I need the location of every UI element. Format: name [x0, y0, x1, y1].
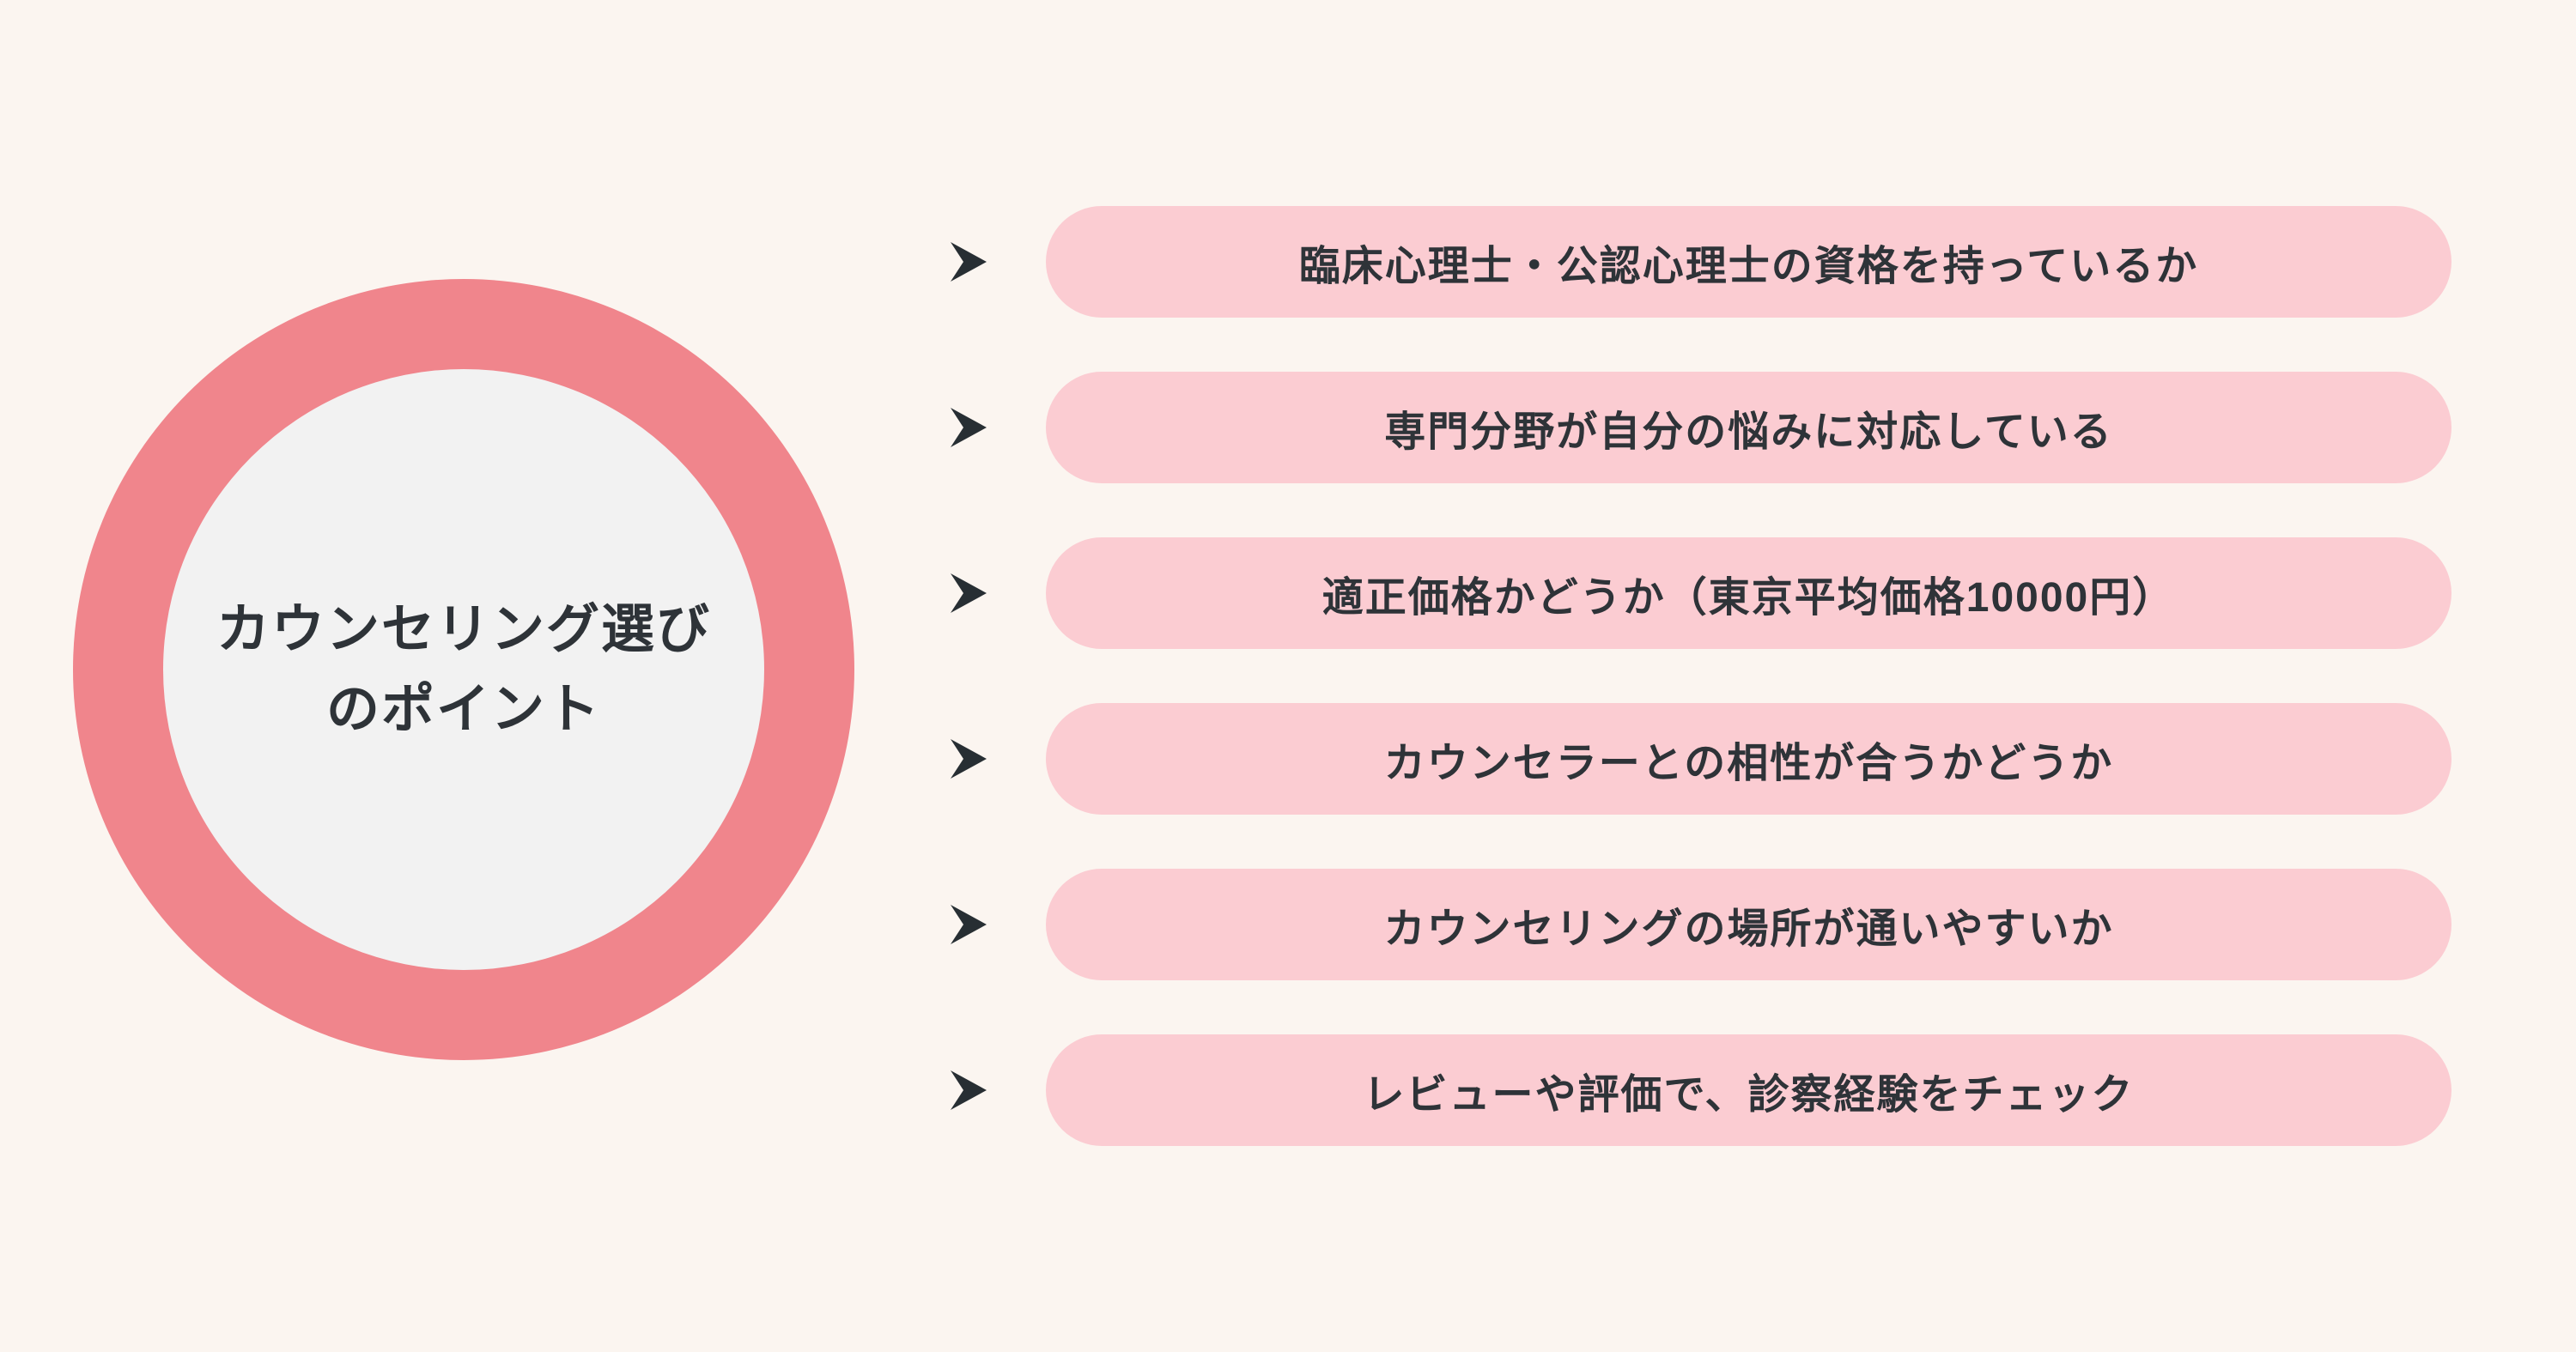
- point-label: カウンセリングの場所が通いやすいか: [1383, 906, 2114, 952]
- point-pill: 臨床心理士・公認心理士の資格を持っているか: [1046, 206, 2451, 318]
- arrowhead-right-icon: [951, 408, 987, 447]
- list-item: カウンセリングの場所が通いやすいか: [951, 869, 2451, 980]
- topic-title-line2: のポイント: [325, 680, 601, 739]
- point-label: レビューや評価で、診察経験をチェック: [1363, 1072, 2135, 1118]
- point-pill: レビューや評価で、診察経験をチェック: [1046, 1034, 2451, 1146]
- arrowhead-right-icon: [951, 242, 987, 282]
- point-label: 臨床心理士・公認心理士の資格を持っているか: [1298, 244, 2199, 289]
- point-pill: 専門分野が自分の悩みに対応している: [1046, 372, 2451, 483]
- arrowhead-right-icon: [951, 905, 987, 944]
- point-pill: 適正価格かどうか（東京平均価格10000円）: [1046, 537, 2451, 649]
- topic-title: カウンセリング選び のポイント: [216, 590, 711, 749]
- arrowhead-right-icon: [951, 1070, 987, 1110]
- point-pill: カウンセリングの場所が通いやすいか: [1046, 869, 2451, 980]
- list-item: 臨床心理士・公認心理士の資格を持っているか: [951, 206, 2451, 318]
- list-item: 専門分野が自分の悩みに対応している: [951, 372, 2451, 483]
- list-item: 適正価格かどうか（東京平均価格10000円）: [951, 537, 2451, 649]
- points-list: 臨床心理士・公認心理士の資格を持っているか 専門分野が自分の悩みに対応している …: [951, 206, 2451, 1146]
- arrowhead-right-icon: [951, 573, 987, 613]
- topic-circle: カウンセリング選び のポイント: [163, 369, 764, 970]
- point-pill: カウンセラーとの相性が合うかどうか: [1046, 703, 2451, 815]
- point-label: 専門分野が自分の悩みに対応している: [1384, 409, 2113, 455]
- point-label: カウンセラーとの相性が合うかどうか: [1383, 741, 2114, 786]
- topic-title-line1: カウンセリング選び: [216, 600, 711, 659]
- arrowhead-right-icon: [951, 739, 987, 779]
- list-item: レビューや評価で、診察経験をチェック: [951, 1034, 2451, 1146]
- topic-circle-ring: カウンセリング選び のポイント: [73, 279, 854, 1060]
- point-label: 適正価格かどうか（東京平均価格10000円）: [1321, 575, 2176, 621]
- list-item: カウンセラーとの相性が合うかどうか: [951, 703, 2451, 815]
